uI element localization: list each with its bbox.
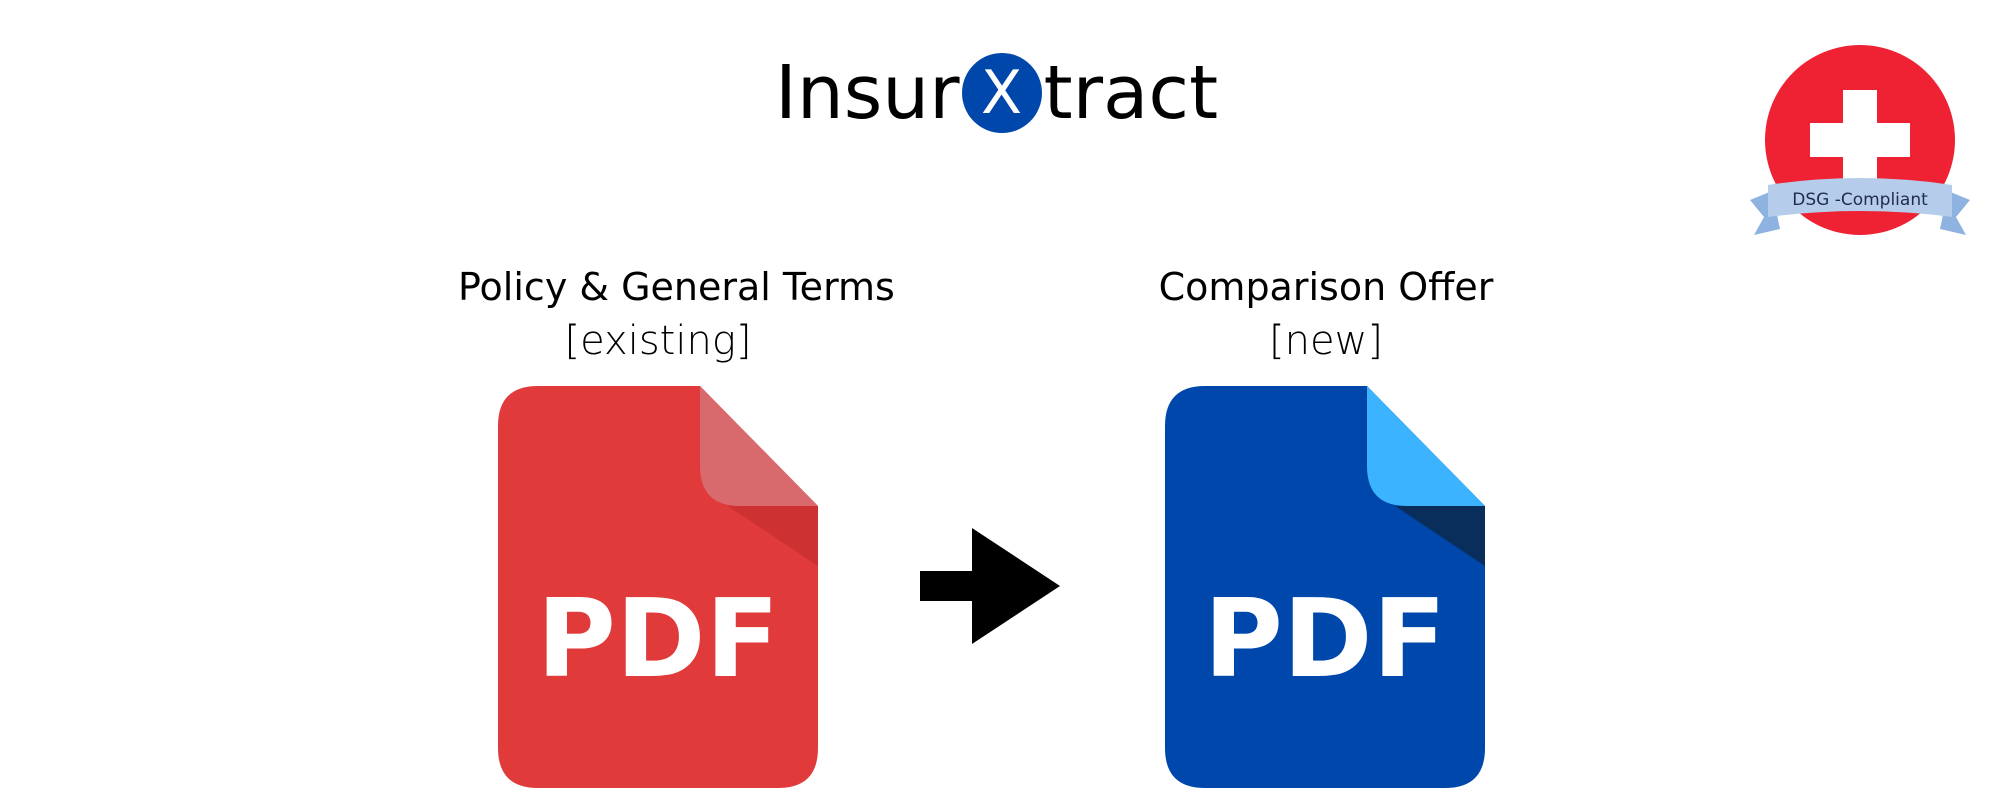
pdf-file-icon-new: PDF	[1165, 386, 1485, 788]
right-document-status: [new]	[1269, 318, 1383, 364]
left-document-title: Policy & General Terms	[458, 265, 895, 309]
right-document-title: Comparison Offer	[1158, 265, 1494, 309]
logo-suffix: tract	[1043, 50, 1219, 136]
ribbon-icon	[1750, 178, 1970, 235]
left-document-status: [existing]	[564, 318, 752, 364]
dsg-compliance-badge: DSG -Compliant	[1750, 45, 1970, 235]
left-document-heading: Policy & General Terms [existing]	[458, 260, 895, 368]
swiss-cross-icon	[1810, 90, 1910, 190]
pdf-label-new: PDF	[1204, 577, 1447, 702]
pdf-file-icon-existing: PDF	[498, 386, 818, 788]
logo-x-badge: X	[961, 53, 1042, 133]
badge-label: DSG -Compliant	[1792, 190, 1928, 210]
arrow-right-icon	[920, 528, 1060, 644]
right-document-heading: Comparison Offer [new]	[1126, 260, 1526, 368]
logo-prefix: Insur	[775, 50, 960, 136]
pdf-label-existing: PDF	[537, 577, 780, 702]
brand-logo: Insur X tract	[775, 48, 1218, 138]
